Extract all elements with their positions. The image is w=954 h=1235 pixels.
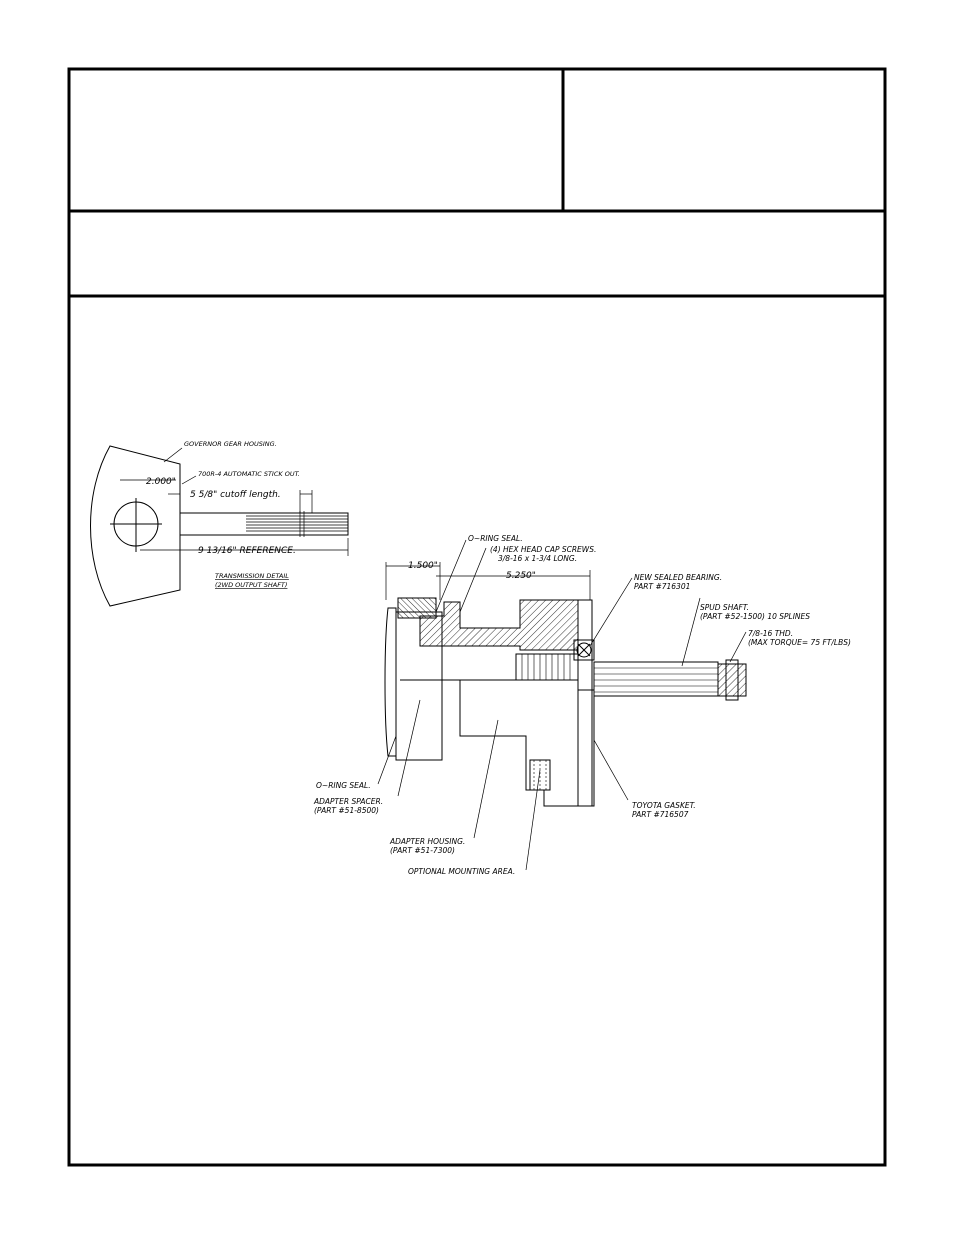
detail-title-line2: (2WD OUTPUT SHAFT) — [215, 581, 287, 589]
dim-1500: 1.500" — [408, 561, 438, 571]
adapter-housing-section — [419, 599, 579, 651]
stickout-label: 700R-4 AUTOMATIC STICK OUT. — [198, 470, 300, 478]
gasket-line1: TOYOTA GASKET. — [632, 801, 696, 810]
oring-top-label: O~RING SEAL. — [468, 534, 523, 543]
oring-seal-left — [384, 607, 397, 757]
sealed-bearing — [573, 639, 595, 661]
adapter-assembly-drawing — [377, 539, 747, 871]
adapter-housing-outline — [442, 679, 595, 807]
mounting-label: OPTIONAL MOUNTING AREA. — [408, 867, 515, 876]
spline-coupler — [515, 653, 579, 681]
title-block — [67, 67, 887, 1167]
bearing-line1: NEW SEALED BEARING. — [634, 573, 722, 582]
spacer-line2: (PART #51-8500) — [314, 806, 379, 815]
transmission-detail-drawing — [90, 445, 349, 607]
hex-screws-line1: (4) HEX HEAD CAP SCREWS. — [490, 545, 596, 554]
housing-flange — [577, 599, 593, 807]
bearing-line2: PART #716301 — [634, 582, 690, 591]
housing-line1: ADAPTER HOUSING. — [389, 837, 465, 846]
governor-label: GOVERNOR GEAR HOUSING. — [184, 440, 277, 448]
outer-border — [67, 67, 887, 1167]
reference-label: 9 13/16" REFERENCE. — [198, 546, 296, 556]
output-shaft — [179, 512, 349, 536]
thread-line1: 7/8-16 THD. — [748, 629, 793, 638]
spud-line1: SPUD SHAFT. — [700, 603, 749, 612]
spacer-hatched-top — [397, 597, 437, 619]
thread-line2: (MAX TORQUE= 75 FT/LBS) — [748, 638, 851, 647]
hex-screws-line2: 3/8-16 x 1-3/4 LONG. — [498, 554, 577, 563]
spacer-line1: ADAPTER SPACER. — [313, 797, 383, 806]
oring-bottom-label: O~RING SEAL. — [316, 781, 371, 790]
dim-2000: 2.000" — [146, 477, 176, 487]
dim-5250: 5.250" — [506, 571, 536, 581]
spud-shaft — [593, 661, 719, 697]
cutoff-label: 5 5/8" cutoff length. — [190, 490, 281, 500]
transmission-case-outline — [90, 445, 181, 607]
spud-line2: (PART #52-1500) 10 SPLINES — [700, 612, 810, 621]
gasket-line2: PART #716507 — [632, 810, 689, 819]
detail-title-line1: TRANSMISSION DETAIL — [215, 572, 289, 580]
housing-line2: (PART #51-7300) — [390, 846, 455, 855]
shaft-splines — [246, 511, 348, 537]
shaft-nut — [717, 663, 747, 697]
